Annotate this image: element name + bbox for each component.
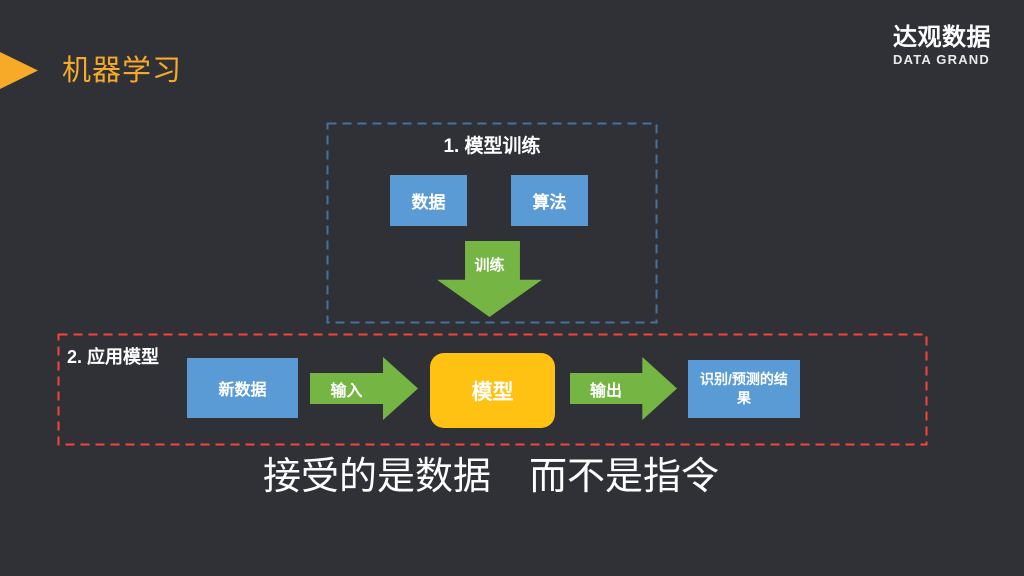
output-arrow-label: 输出 [589, 382, 622, 400]
slogan-text: 接受的是数据 而不是指令 [262, 456, 719, 498]
data-box: 数据 [390, 175, 467, 226]
result-box: 识别/预测的结果 [688, 360, 800, 418]
title-arrow-icon [0, 52, 38, 89]
model-box: 模型 [430, 353, 555, 428]
input-arrow: 输入 [310, 357, 418, 420]
input-arrow-label: 输入 [330, 382, 363, 400]
apply-section-label: 2. 应用模型 [67, 347, 160, 367]
new-data-box: 新数据 [187, 358, 298, 418]
training-arrow-label: 训练 [474, 257, 505, 274]
training-arrow: 训练 [437, 241, 542, 317]
training-section-label: 1. 模型训练 [443, 136, 541, 157]
logo-name: 达观数据 [893, 24, 991, 51]
output-arrow: 输出 [570, 357, 677, 420]
algorithm-box: 算法 [511, 175, 588, 226]
logo-tagline: DATA GRAND [893, 52, 990, 67]
brand-logo: 达观数据 DATA GRAND [893, 24, 991, 67]
page-title: 机器学习 [62, 55, 183, 87]
